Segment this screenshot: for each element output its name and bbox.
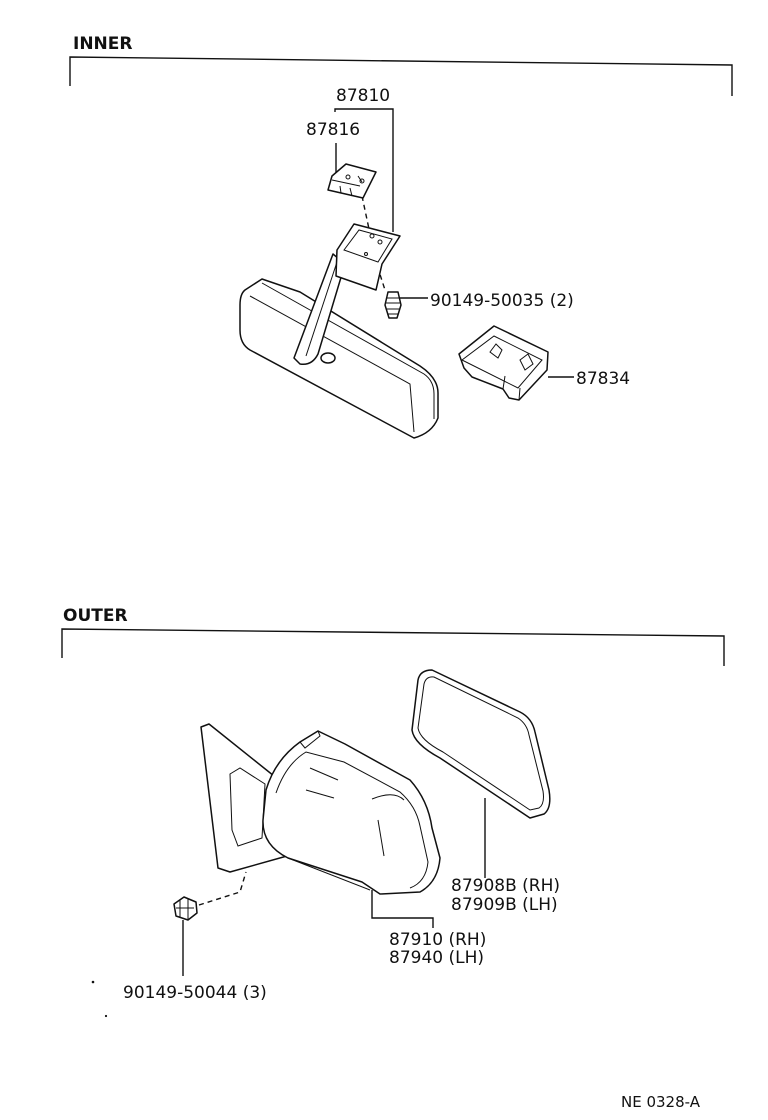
mirror-edge	[249, 295, 415, 433]
label-inner-screw: 90149-50035 (2)	[430, 291, 574, 311]
label-87810: 87810	[336, 86, 390, 106]
speck-mark	[104, 1014, 108, 1018]
label-87816: 87816	[306, 120, 360, 140]
inner-section: INNER 87810 87816 90149-50035 (2) 87834	[69, 34, 733, 439]
cover-87834	[458, 325, 549, 401]
label-mirror-rh: 87910 (RH)	[389, 930, 486, 950]
mirror-rim	[261, 282, 435, 419]
inner-section-title: INNER	[73, 34, 132, 54]
inner-section-bracket	[69, 56, 733, 96]
mirror-housing	[262, 730, 441, 895]
outer-section-bracket	[61, 628, 725, 666]
mirror-glass-part	[411, 669, 551, 819]
housing-detail-lines	[287, 767, 405, 891]
label-glass-rh: 87908B (RH)	[451, 876, 560, 896]
housing-ridge	[275, 751, 429, 889]
mirror-ball-joint	[320, 352, 336, 364]
mirror-body	[239, 278, 439, 439]
outer-mirror-assembly	[200, 723, 441, 895]
label-mirror-lh: 87940 (LH)	[389, 948, 484, 968]
label-87834: 87834	[576, 369, 630, 389]
speck-mark	[91, 980, 95, 984]
outer-section: OUTER 87908B (RH) 879	[61, 606, 725, 1018]
label-glass-lh: 87909B (LH)	[451, 895, 558, 915]
outer-dashed-line	[198, 871, 247, 906]
drawing-id: NE 0328-A	[621, 1093, 701, 1111]
mirror-mount-base	[335, 223, 401, 291]
outer-screw-part	[173, 896, 198, 976]
bracket-87816	[327, 163, 377, 199]
inner-screw-part	[384, 291, 402, 319]
leader-outer-mirror	[371, 890, 434, 928]
mirror-stay-arm	[293, 253, 346, 366]
label-outer-screw: 90149-50044 (3)	[123, 983, 267, 1003]
inner-mirror-assembly	[239, 223, 439, 439]
outer-section-title: OUTER	[63, 606, 128, 626]
leader-87810	[334, 108, 394, 232]
